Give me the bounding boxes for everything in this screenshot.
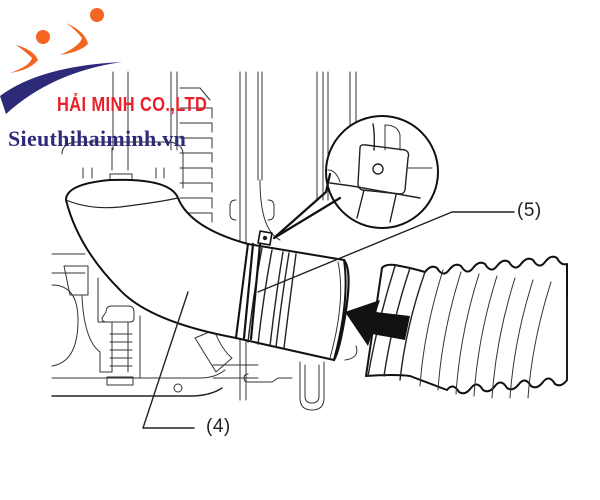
leader-line-5	[257, 211, 515, 293]
watermark-company-name: HẢI MINH CO.,LTD	[57, 94, 208, 116]
clamp-detail-inset	[272, 115, 439, 240]
watermark-logo-icon	[0, 8, 122, 114]
watermark-website: Sieuthihaiminh.vn	[8, 126, 187, 151]
callout-label-4: (4)	[206, 416, 231, 437]
elbow-inlet-pipe	[61, 141, 249, 339]
leader-line-4	[142, 291, 195, 429]
machine-frame	[51, 71, 358, 411]
insert-direction-arrow-icon	[345, 300, 410, 346]
callout-label-5: (5)	[517, 200, 542, 221]
leader-lines	[142, 211, 515, 429]
corrugated-hose	[365, 255, 568, 399]
hose-clamp	[235, 230, 350, 362]
